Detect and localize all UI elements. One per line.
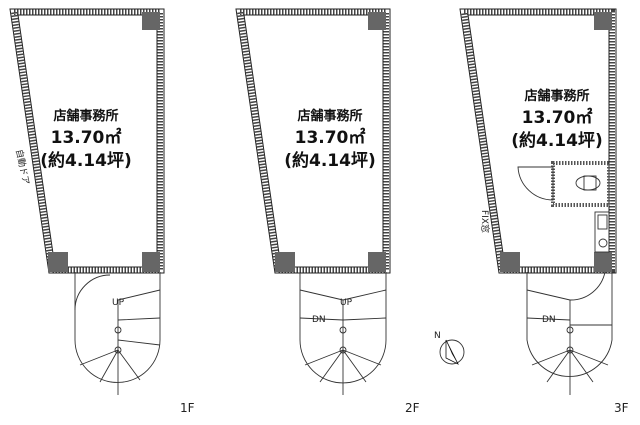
room-area: 13.70㎡ — [295, 127, 366, 148]
compass-label: N — [434, 331, 441, 341]
column — [500, 252, 520, 272]
staircase: UP — [74, 272, 161, 395]
floor-2f: 店舗事務所 13.70㎡ (約4.14坪) DN UP 2F — [235, 8, 420, 415]
column — [594, 252, 612, 272]
room-name: 店舗事務所 — [53, 108, 118, 124]
toilet-tank — [583, 175, 597, 191]
room-name: 店舗事務所 — [297, 108, 362, 124]
floor-3f: 店舗事務所 13.70㎡ (約4.14坪) FIX窓 DN 3F — [459, 8, 629, 415]
room-tsubo: (約4.14坪) — [511, 130, 602, 151]
stove-icon — [598, 238, 608, 248]
room-tsubo: (約4.14坪) — [40, 150, 131, 171]
column — [368, 12, 386, 30]
kitchenette — [594, 211, 610, 253]
stair-label-up: UP — [112, 298, 125, 308]
stair-label-dn: DN — [542, 315, 556, 325]
room-name: 店舗事務所 — [524, 88, 589, 104]
column — [142, 252, 160, 272]
floor-label: 2F — [405, 401, 420, 415]
wall-note-auto-door: 自動ドア — [13, 148, 32, 186]
floor-1f: 店舗事務所 13.70㎡ (約4.14坪) 自動ドア UP 1F — [9, 8, 195, 415]
staircase: DN — [526, 271, 613, 395]
staircase: DN UP — [299, 272, 387, 395]
floor-label: 1F — [180, 401, 195, 415]
compass-circle — [439, 339, 465, 365]
wall-note-fix-window: FIX窓 — [479, 210, 491, 233]
column — [368, 252, 386, 272]
floor-label: 3F — [614, 401, 629, 415]
column — [48, 252, 68, 272]
room-walls — [236, 9, 389, 273]
room-area: 13.70㎡ — [522, 107, 593, 128]
stair-label-up: UP — [340, 298, 353, 308]
room-area: 13.70㎡ — [51, 127, 122, 148]
north-compass: N — [434, 331, 465, 365]
sink-icon — [597, 214, 608, 230]
stair-label-dn: DN — [312, 315, 326, 325]
column — [594, 12, 612, 30]
toilet-room — [517, 161, 611, 207]
toilet-door — [517, 166, 554, 201]
toilet-icon — [575, 175, 601, 191]
room-walls — [10, 9, 163, 273]
room-tsubo: (約4.14坪) — [284, 150, 375, 171]
column — [142, 12, 160, 30]
column — [275, 252, 295, 272]
